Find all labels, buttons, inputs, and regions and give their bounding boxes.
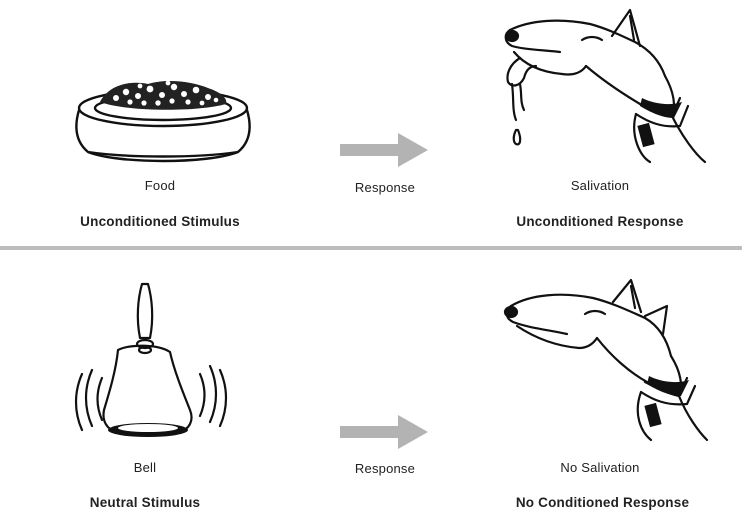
ringing-bell-icon — [74, 282, 228, 437]
unconditioned-stimulus-label: Unconditioned Stimulus — [80, 214, 240, 229]
top-panel: Food Unconditioned Stimulus Response Sal… — [0, 0, 742, 245]
salivating-dog-icon — [504, 8, 707, 164]
row-divider — [0, 246, 742, 250]
food-label: Food — [144, 178, 176, 193]
response-label-bottom: Response — [354, 461, 416, 476]
salivation-label: Salivation — [570, 178, 630, 193]
no-salivation-label: No Salivation — [560, 460, 640, 475]
bell-label: Bell — [133, 460, 157, 475]
food-bowl-icon — [75, 80, 251, 163]
no-conditioned-response-label: No Conditioned Response — [515, 495, 690, 510]
dog-icon — [503, 278, 709, 442]
arrow-icon — [340, 133, 428, 167]
unconditioned-response-label: Unconditioned Response — [516, 214, 684, 229]
response-label-top: Response — [354, 180, 416, 195]
bottom-panel: Bell Neutral Stimulus Response No Saliva… — [0, 250, 742, 527]
neutral-stimulus-label: Neutral Stimulus — [89, 495, 201, 510]
arrow-icon — [340, 415, 428, 449]
